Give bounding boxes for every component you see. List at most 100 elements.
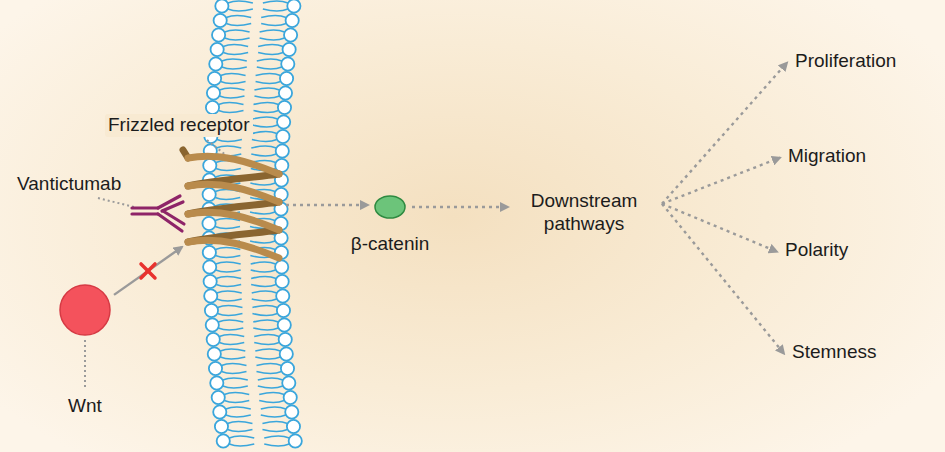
text-node: Proliferation: [795, 50, 897, 73]
lipid-tail: [215, 198, 240, 200]
lipid-head: [206, 318, 219, 331]
lipid-tail: [216, 285, 241, 287]
lipid-tail: [252, 132, 277, 134]
lipid-tail: [253, 111, 278, 113]
lipid-head: [278, 101, 291, 114]
lipid-tail: [228, 9, 253, 11]
lipid-tail: [251, 154, 276, 156]
lipid-tail: [227, 422, 252, 424]
lipid-tail: [215, 256, 240, 258]
lipid-tail: [256, 74, 281, 76]
lipid-tail: [262, 422, 287, 424]
helix-node: Frizzled receptor: [185, 150, 282, 250]
lipid-tail: [259, 401, 284, 403]
wnt-node: Wnt: [58, 283, 112, 337]
lipid-tail: [264, 444, 289, 446]
lipid-tail: [219, 335, 244, 337]
lipid-tail: [250, 183, 275, 185]
lipid-head: [289, 434, 302, 447]
lipid-tail: [250, 212, 275, 214]
wnt-ligand: [60, 285, 110, 335]
lipid-tail: [226, 16, 251, 18]
lipid-tail: [221, 74, 246, 76]
lipid-tail: [261, 16, 286, 18]
lipid-tail: [263, 1, 288, 3]
lipid-head: [284, 28, 297, 41]
lipid-tail: [215, 227, 240, 229]
cat-node: β-catenin: [374, 195, 406, 219]
lipid-tail: [228, 1, 253, 3]
dotted-arrow: [412, 206, 508, 208]
text-node: Polarity: [785, 239, 849, 262]
lipid-head: [285, 405, 298, 418]
lipid-head: [209, 362, 222, 375]
lipid-head: [213, 405, 226, 418]
helix-front: [188, 212, 279, 230]
lipid-tail: [216, 277, 241, 279]
lipid-tail: [251, 277, 276, 279]
lipid-tail: [221, 372, 246, 374]
lipid-head: [277, 304, 290, 317]
lipid-tail: [252, 299, 277, 301]
dotted-arrow: [662, 63, 787, 204]
lipid-head: [287, 0, 300, 13]
lipid-tail: [215, 248, 240, 250]
lipid-head: [203, 188, 216, 201]
lipid-head: [212, 391, 225, 404]
lipid-tail: [260, 38, 285, 40]
dotted-arrow: [662, 204, 784, 354]
lipid-head: [207, 333, 220, 346]
lipid-tail: [223, 45, 248, 47]
lipid-tail: [226, 407, 251, 409]
lipid-tail: [254, 96, 279, 98]
antibody-node: Vantictumab: [130, 193, 185, 235]
block-mark: [141, 264, 155, 278]
lipid-tail: [252, 291, 277, 293]
leader-line: [98, 198, 134, 207]
lipid-tail: [217, 291, 242, 293]
lipid-tail: [220, 349, 245, 351]
lipid-head: [276, 275, 289, 288]
lipid-head: [276, 130, 289, 143]
antibody-chain: [132, 212, 158, 215]
lipid-tail: [251, 262, 276, 264]
lipid-tail: [217, 306, 242, 308]
outcome-label: Stemness: [792, 341, 877, 364]
text-node: Downstream pathways: [514, 190, 654, 236]
helix-front: [188, 156, 279, 174]
lipid-tail: [256, 364, 281, 366]
lipid-head: [212, 28, 225, 41]
outcome-label: Migration: [788, 145, 867, 168]
lipid-tail: [222, 59, 247, 61]
lipid-tail: [252, 140, 277, 142]
lipid-tail: [221, 82, 246, 84]
lipid-tail: [259, 393, 284, 395]
lipid-tail: [257, 67, 282, 69]
lipid-tail: [226, 24, 251, 26]
lipid-head: [278, 318, 291, 331]
helix-front: [188, 240, 279, 258]
lipid-tail: [218, 111, 243, 113]
lipid-head: [287, 420, 300, 433]
lipid-tail: [253, 328, 278, 330]
pathway-label: Downstream pathways: [514, 190, 654, 236]
lipid-tail: [263, 9, 288, 11]
lipid-tail: [216, 169, 241, 171]
lipid-head: [217, 434, 230, 447]
lipid-tail: [253, 103, 278, 105]
lipid-tail: [219, 343, 244, 345]
text-node: Migration: [788, 145, 867, 168]
lipid-tail: [218, 103, 243, 105]
lipid-head: [206, 101, 219, 114]
lipid-tail: [217, 299, 242, 301]
lipid-tail: [223, 53, 248, 55]
lipid-head: [208, 347, 221, 360]
lipid-tail: [258, 45, 283, 47]
lipid-tail: [261, 415, 286, 417]
lipid-tail: [258, 386, 283, 388]
lipid-tail: [257, 59, 282, 61]
wnt-shape: [58, 283, 112, 337]
lipid-head: [279, 333, 292, 346]
lipid-tail: [224, 401, 249, 403]
lipid-tail: [258, 378, 283, 380]
